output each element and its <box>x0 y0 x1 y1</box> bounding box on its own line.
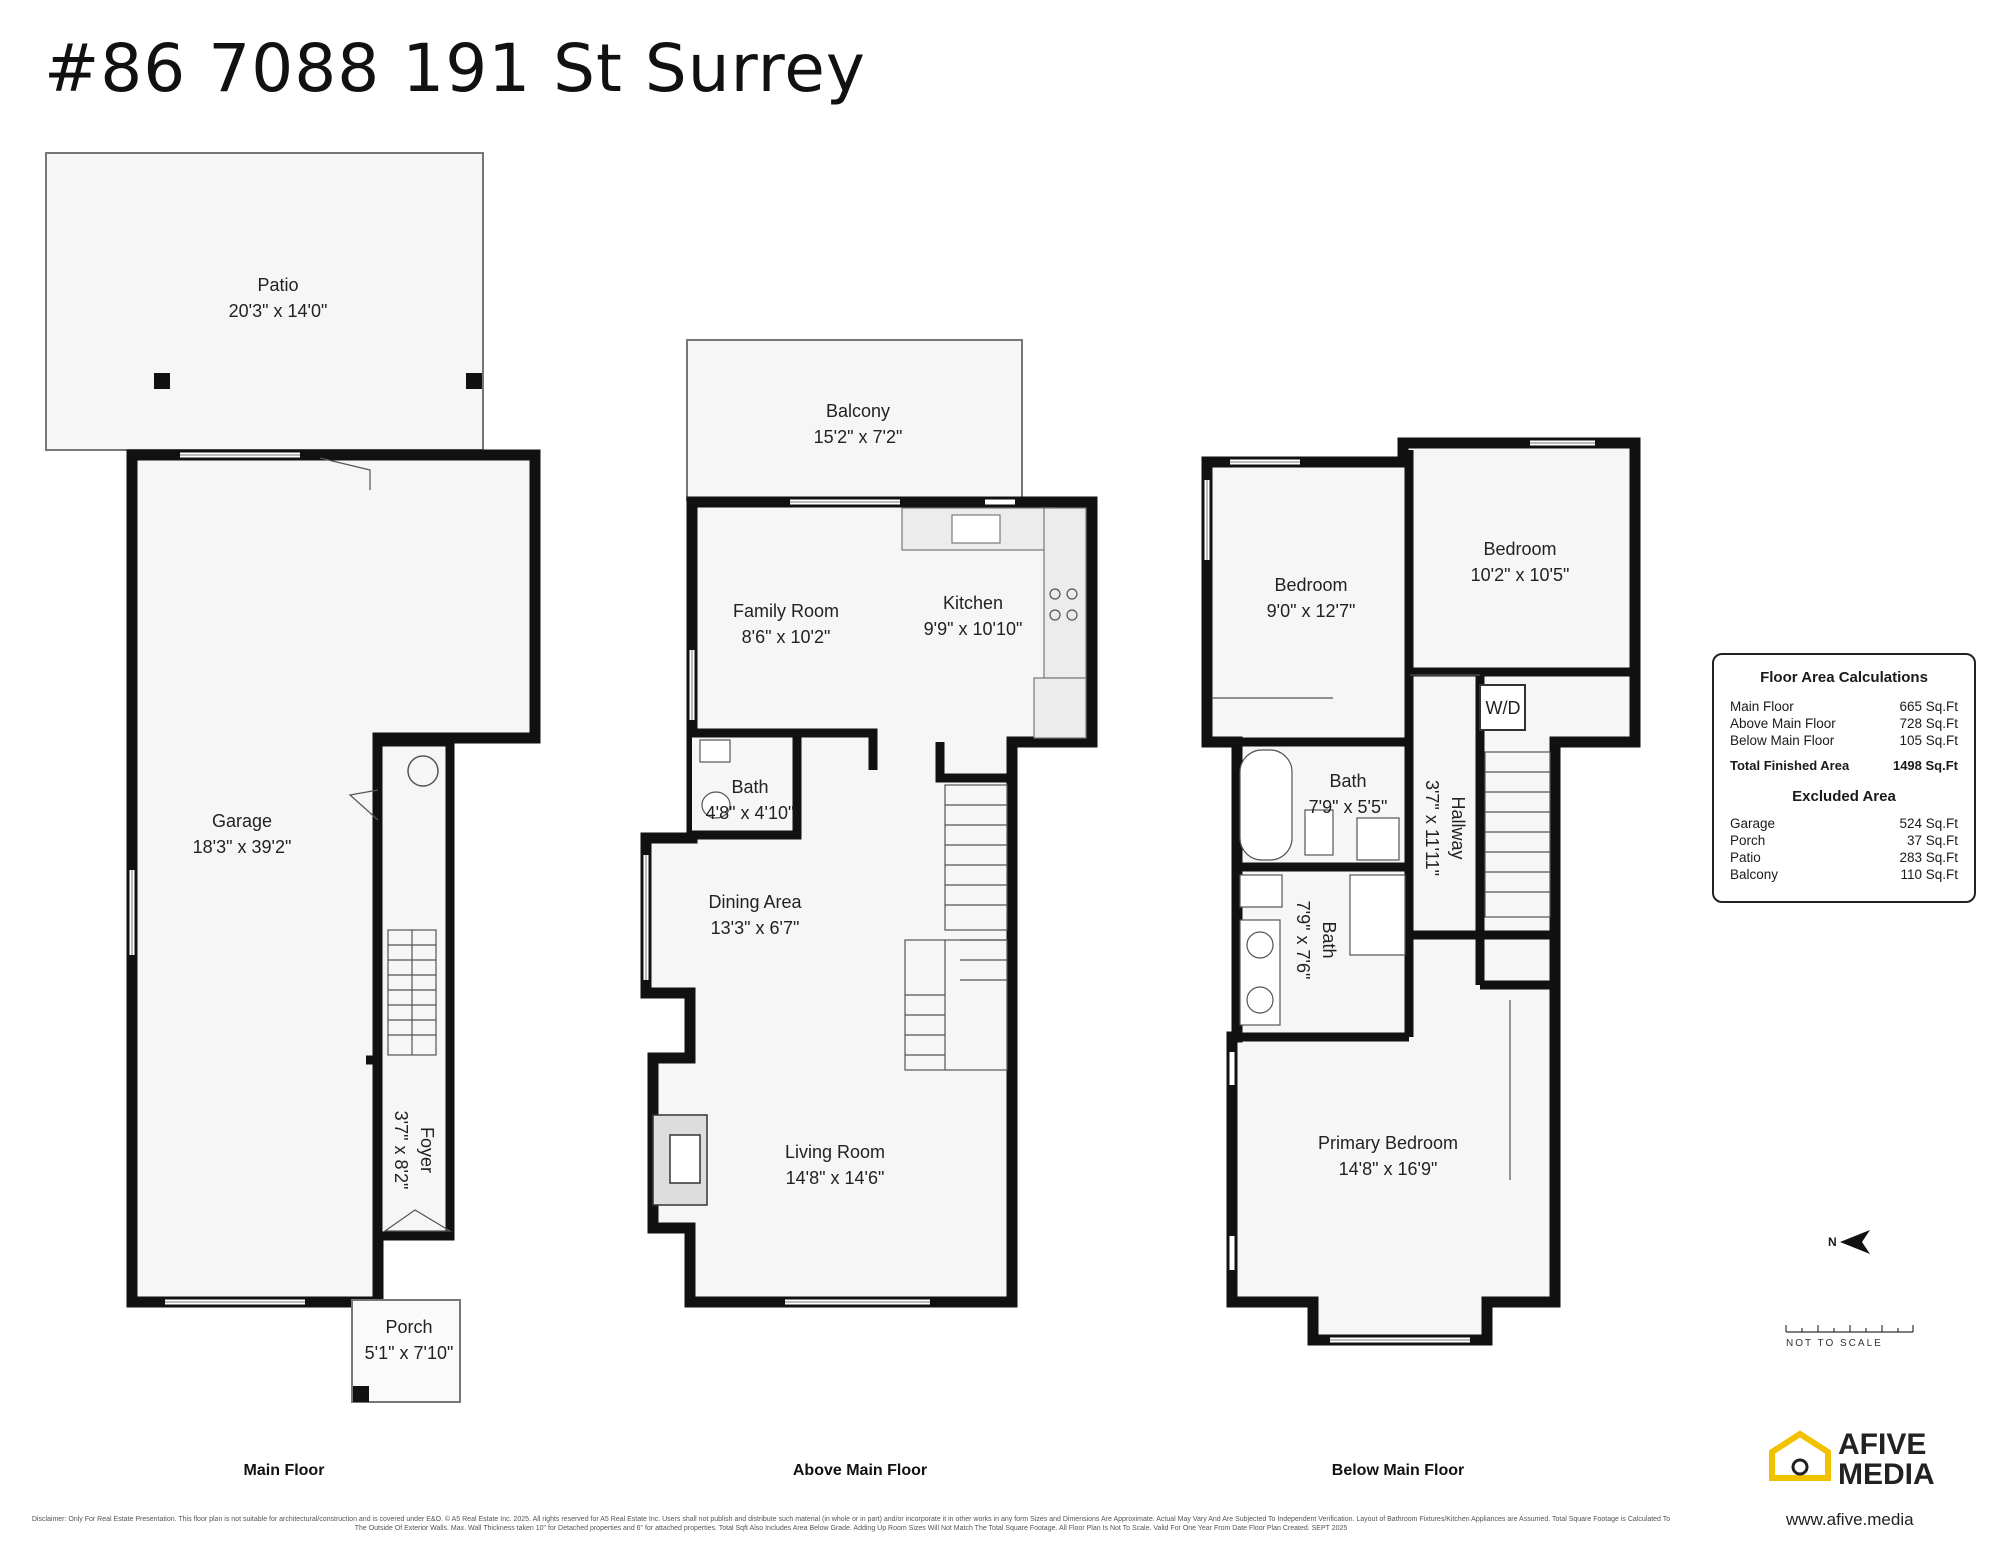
garage-walls <box>126 449 541 1308</box>
scale-bar <box>1785 1325 1914 1333</box>
fireplace <box>652 1114 708 1206</box>
website-link[interactable]: www.afive.media <box>1786 1510 1914 1529</box>
calc-title: Floor Area Calculations <box>1760 669 1928 686</box>
floor-label-above: Above Main Floor <box>792 1462 928 1479</box>
compass-label: N <box>1828 1235 1837 1249</box>
stairs-main-floor <box>387 929 437 1056</box>
stairs-above-floor <box>904 784 1008 1071</box>
kitchen-counters <box>901 507 1087 739</box>
washer-dryer <box>1479 684 1526 731</box>
floor-label-below: Below Main Floor <box>1331 1462 1465 1479</box>
balcony-area <box>686 339 1023 501</box>
disclaimer-text: Disclaimer: Only For Real Estate Present… <box>31 1516 1671 1532</box>
foyer-walls <box>373 737 455 1241</box>
porch-area <box>351 1299 461 1403</box>
compass-arrow <box>1840 1230 1870 1254</box>
page-title: #86 7088 191 St Surrey <box>44 30 866 107</box>
stairs-below-floor <box>1484 751 1551 918</box>
patio-area <box>45 152 484 451</box>
scale-note: NOT TO SCALE <box>1786 1338 1883 1349</box>
afive-logo-icon <box>1769 1430 1831 1481</box>
excluded-title: Excluded Area <box>1792 788 1896 805</box>
room-label-wd: W/D <box>1485 698 1521 718</box>
floor-label-main: Main Floor <box>243 1462 325 1479</box>
